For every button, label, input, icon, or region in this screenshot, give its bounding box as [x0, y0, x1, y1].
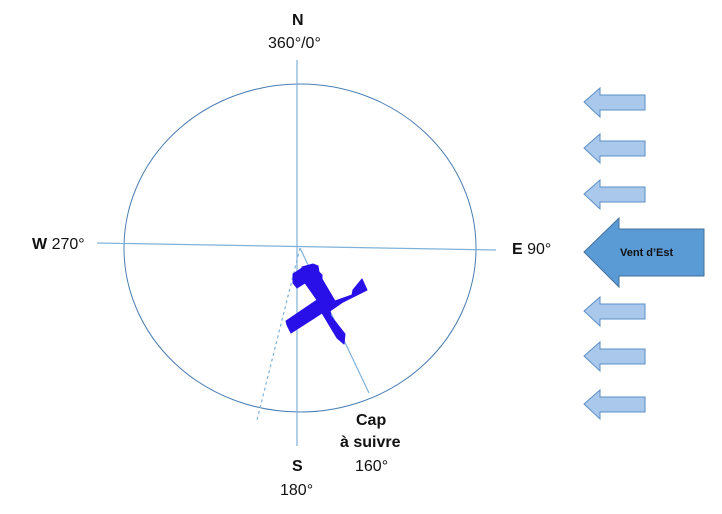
wind-arrow-2	[583, 132, 646, 165]
compass-circle	[123, 83, 477, 413]
wind-main-arrow	[583, 216, 705, 289]
heading-degrees: 160°	[355, 458, 389, 475]
west-letter: W	[32, 236, 48, 253]
wind-arrow-6	[583, 388, 646, 421]
heading-label-line1: Cap	[356, 412, 387, 429]
east-west-axis	[96, 242, 497, 251]
wind-arrow-5	[583, 340, 646, 373]
wind-arrows: Vent d’Est	[583, 86, 705, 421]
wind-label: Vent d’Est	[620, 247, 674, 259]
east-label: E 90°	[512, 240, 551, 259]
west-degrees: 270°	[51, 236, 85, 253]
south-degrees: 180°	[280, 482, 314, 499]
wind-arrow-4	[583, 295, 646, 328]
west-label: W 270°	[32, 235, 85, 254]
wind-arrow-3	[583, 178, 646, 211]
airplane-icon	[285, 263, 368, 345]
south-letter: S	[292, 458, 303, 475]
heading-label-line2: à suivre	[340, 434, 401, 451]
east-letter: E	[512, 241, 523, 258]
east-degrees: 90°	[527, 241, 552, 258]
north-letter: N	[292, 12, 304, 29]
north-degrees: 360°/0°	[268, 35, 321, 52]
wind-arrow-1	[583, 86, 646, 119]
